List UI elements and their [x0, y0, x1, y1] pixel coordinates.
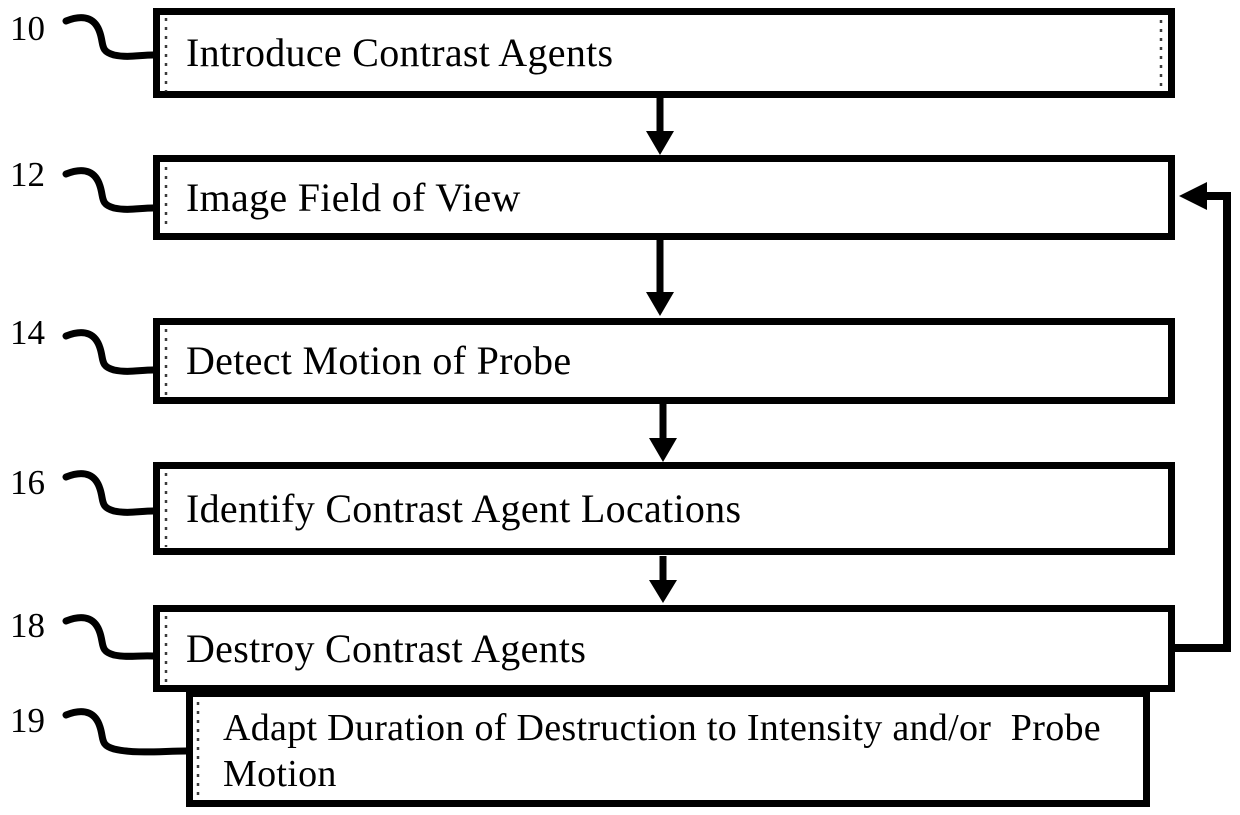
ref-label-10: 10 — [10, 9, 45, 48]
flow-box-label: Destroy Contrast Agents — [186, 625, 587, 671]
flow-box-label: Detect Motion of Probe — [186, 338, 572, 383]
arrowhead-12-to-14 — [646, 292, 674, 316]
feedback-line-18-to-12 — [1172, 192, 1231, 652]
arrowhead-14-to-16 — [649, 438, 677, 462]
leader-line-14 — [62, 329, 157, 375]
leader-line-16 — [62, 470, 157, 516]
flow-box-introduce-contrast-agents: Introduce Contrast Agents — [153, 8, 1175, 98]
flow-box-identify-contrast-agent-locations: Identify Contrast Agent Locations — [153, 462, 1175, 555]
flow-box-label: Adapt Duration of Destruction to Intensi… — [223, 707, 1101, 796]
leader-line-19 — [62, 708, 190, 756]
flow-box-label: Image Field of View — [186, 174, 521, 220]
flow-box-detect-motion-of-probe: Detect Motion of Probe — [153, 318, 1175, 404]
ref-label-14: 14 — [10, 313, 45, 352]
ref-label-19: 19 — [10, 701, 45, 740]
arrowhead-16-to-18 — [649, 580, 677, 603]
flow-box-image-field-of-view: Image Field of View — [153, 155, 1175, 240]
flow-box-label: Identify Contrast Agent Locations — [186, 485, 742, 531]
ref-label-12: 12 — [10, 155, 45, 194]
ref-label-16: 16 — [10, 463, 45, 502]
leader-line-12 — [62, 167, 157, 213]
flow-box-destroy-contrast-agents: Destroy Contrast Agents — [153, 605, 1175, 692]
arrowhead-10-to-12 — [646, 131, 674, 155]
flow-box-adapt-duration-of-destruction: Adapt Duration of Destruction to Intensi… — [186, 690, 1150, 807]
feedback-arrowhead-18-to-12 — [1179, 182, 1207, 210]
flow-box-label: Introduce Contrast Agents — [186, 30, 614, 75]
leader-line-10 — [62, 14, 157, 60]
leader-line-18 — [62, 614, 157, 660]
ref-label-18: 18 — [10, 606, 45, 645]
